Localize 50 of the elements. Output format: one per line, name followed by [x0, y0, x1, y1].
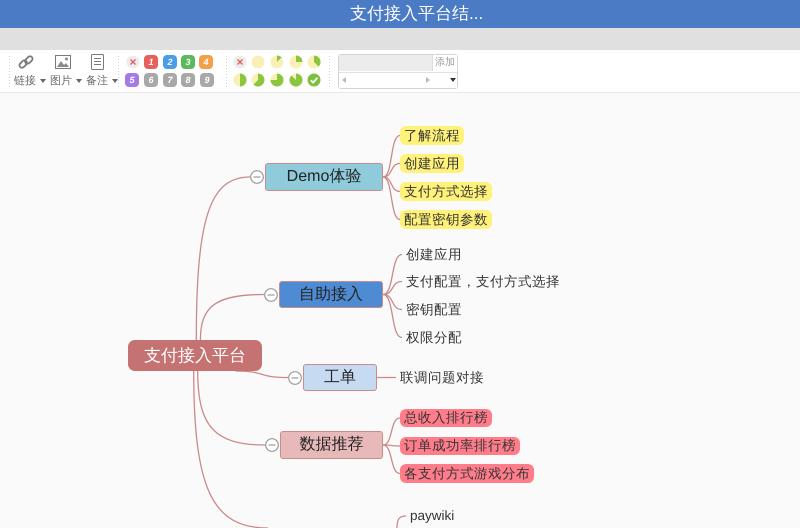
topic-box: 自助接入 [279, 281, 383, 308]
connector-line [396, 515, 406, 528]
subtopic-text: paywiki [406, 507, 454, 525]
priority-badge: 7 [163, 73, 177, 87]
subtopic-tag: 支付方式选择 [400, 182, 492, 201]
subtopic-text: 创建应用 [402, 245, 462, 264]
connector-line [193, 371, 268, 528]
connector-line [377, 376, 396, 378]
subtopic-tag: 订单成功率排行榜 [400, 437, 520, 455]
topic-box: 数据推荐 [280, 431, 383, 459]
subtopic-tag: 配置密钥参数 [400, 210, 492, 229]
toolbar-label: 备注 [86, 74, 108, 88]
priority-badge: 4 [199, 55, 213, 69]
title-text: 支付接入平台结... [350, 4, 484, 24]
subtopic-text: 密钥配置 [402, 300, 462, 319]
connector-line [382, 254, 402, 296]
toolbar-label: 图片 [50, 74, 72, 88]
connector-line [382, 162, 400, 178]
priority-badge: 3 [181, 55, 195, 69]
connector-line [196, 176, 250, 340]
topic-box: 工单 [303, 364, 377, 391]
connector-line [382, 134, 400, 178]
connector-line [382, 280, 402, 296]
subtopic-text: 权限分配 [402, 328, 462, 347]
connector-line [382, 176, 400, 192]
priority-badge: 9 [200, 73, 214, 87]
priority-badge: 1 [144, 55, 158, 69]
priority-badge: 5 [125, 73, 139, 87]
priority-badge: 6 [144, 73, 158, 87]
subtopic-tag: 总收入排行榜 [400, 409, 492, 427]
connector-line [235, 370, 288, 378]
subtopic-text: 支付配置，支付方式选择 [402, 272, 560, 291]
priority-badge: 2 [163, 55, 177, 69]
subtopic-tag: 各支付方式游戏分布 [400, 464, 534, 483]
connector-line [382, 294, 402, 338]
connector-line [382, 294, 402, 310]
toolbar-label: 链接 [14, 74, 36, 88]
connector-line [382, 417, 400, 446]
connector-line [383, 444, 400, 447]
central-topic: 支付接入平台 [128, 340, 262, 371]
connector-line [200, 294, 264, 340]
connector-line [197, 370, 266, 446]
connector-line [382, 444, 400, 474]
subtopic-tag: 了解流程 [400, 126, 464, 145]
priority-badge: 8 [181, 73, 195, 87]
subtopic-text: 联调问题对接 [396, 368, 484, 387]
topic-box: Demo体验 [265, 163, 383, 191]
add-button: 添加 [432, 55, 457, 71]
subtopic-tag: 创建应用 [400, 154, 464, 173]
connector-line [382, 176, 400, 220]
